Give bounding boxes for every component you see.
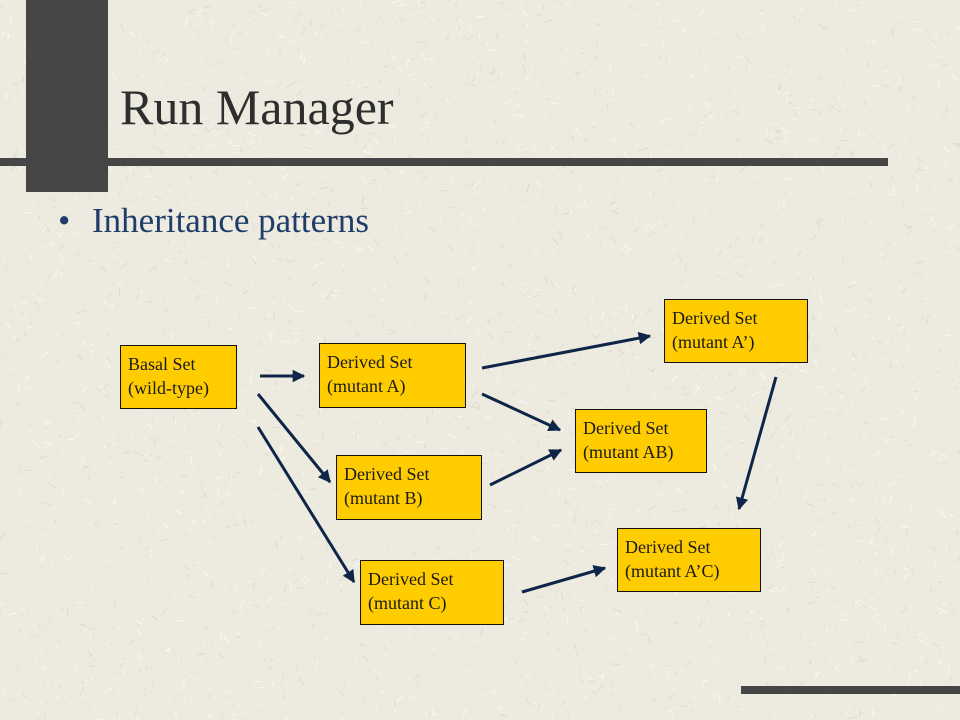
arrow-mutant-a-to-mutant-a-prime	[481, 331, 652, 370]
node-mutant-a-line2: (mutant A)	[327, 376, 406, 396]
node-mutant-a: Derived Set (mutant A)	[319, 343, 466, 408]
slide-title: Run Manager	[120, 79, 394, 135]
bullet-item: • Inheritance patterns	[58, 203, 369, 238]
arrow-mutant-b-to-mutant-ab	[489, 448, 563, 487]
arrow-mutant-a-prime-to-mutant-a-prime-c	[735, 376, 778, 511]
node-mutant-b: Derived Set (mutant B)	[336, 455, 482, 520]
arrow-basal-to-mutant-c	[256, 426, 356, 584]
node-basal-set-line1: Basal Set	[128, 354, 196, 374]
node-mutant-a-prime-line2: (mutant A’)	[672, 332, 755, 352]
node-mutant-a-prime-c-line2: (mutant A’C)	[625, 561, 720, 581]
node-mutant-a-prime-c: Derived Set (mutant A’C)	[617, 528, 761, 592]
node-basal-set-line2: (wild-type)	[128, 378, 209, 398]
node-mutant-b-line2: (mutant B)	[344, 488, 423, 508]
node-mutant-ab: Derived Set (mutant AB)	[575, 409, 707, 473]
node-mutant-b-line1: Derived Set	[344, 464, 430, 484]
node-mutant-a-prime-c-line1: Derived Set	[625, 537, 711, 557]
node-basal-set: Basal Set (wild-type)	[120, 345, 237, 409]
title-accent-bar-horizontal	[0, 158, 888, 166]
corner-accent-bar	[741, 686, 960, 694]
bullet-marker: •	[58, 201, 71, 240]
node-mutant-ab-line2: (mutant AB)	[583, 442, 674, 462]
node-mutant-a-prime-line1: Derived Set	[672, 308, 758, 328]
node-mutant-c: Derived Set (mutant C)	[360, 560, 504, 625]
node-mutant-c-line2: (mutant C)	[368, 593, 447, 613]
arrow-mutant-a-to-mutant-ab	[481, 392, 562, 432]
node-mutant-c-line1: Derived Set	[368, 569, 454, 589]
node-mutant-a-prime: Derived Set (mutant A’)	[664, 299, 808, 363]
node-mutant-a-line1: Derived Set	[327, 352, 413, 372]
arrow-basal-to-mutant-b	[256, 393, 332, 483]
bullet-text: Inheritance patterns	[92, 201, 369, 240]
node-mutant-ab-line1: Derived Set	[583, 418, 669, 438]
arrow-mutant-c-to-mutant-a-prime-c	[521, 565, 607, 594]
